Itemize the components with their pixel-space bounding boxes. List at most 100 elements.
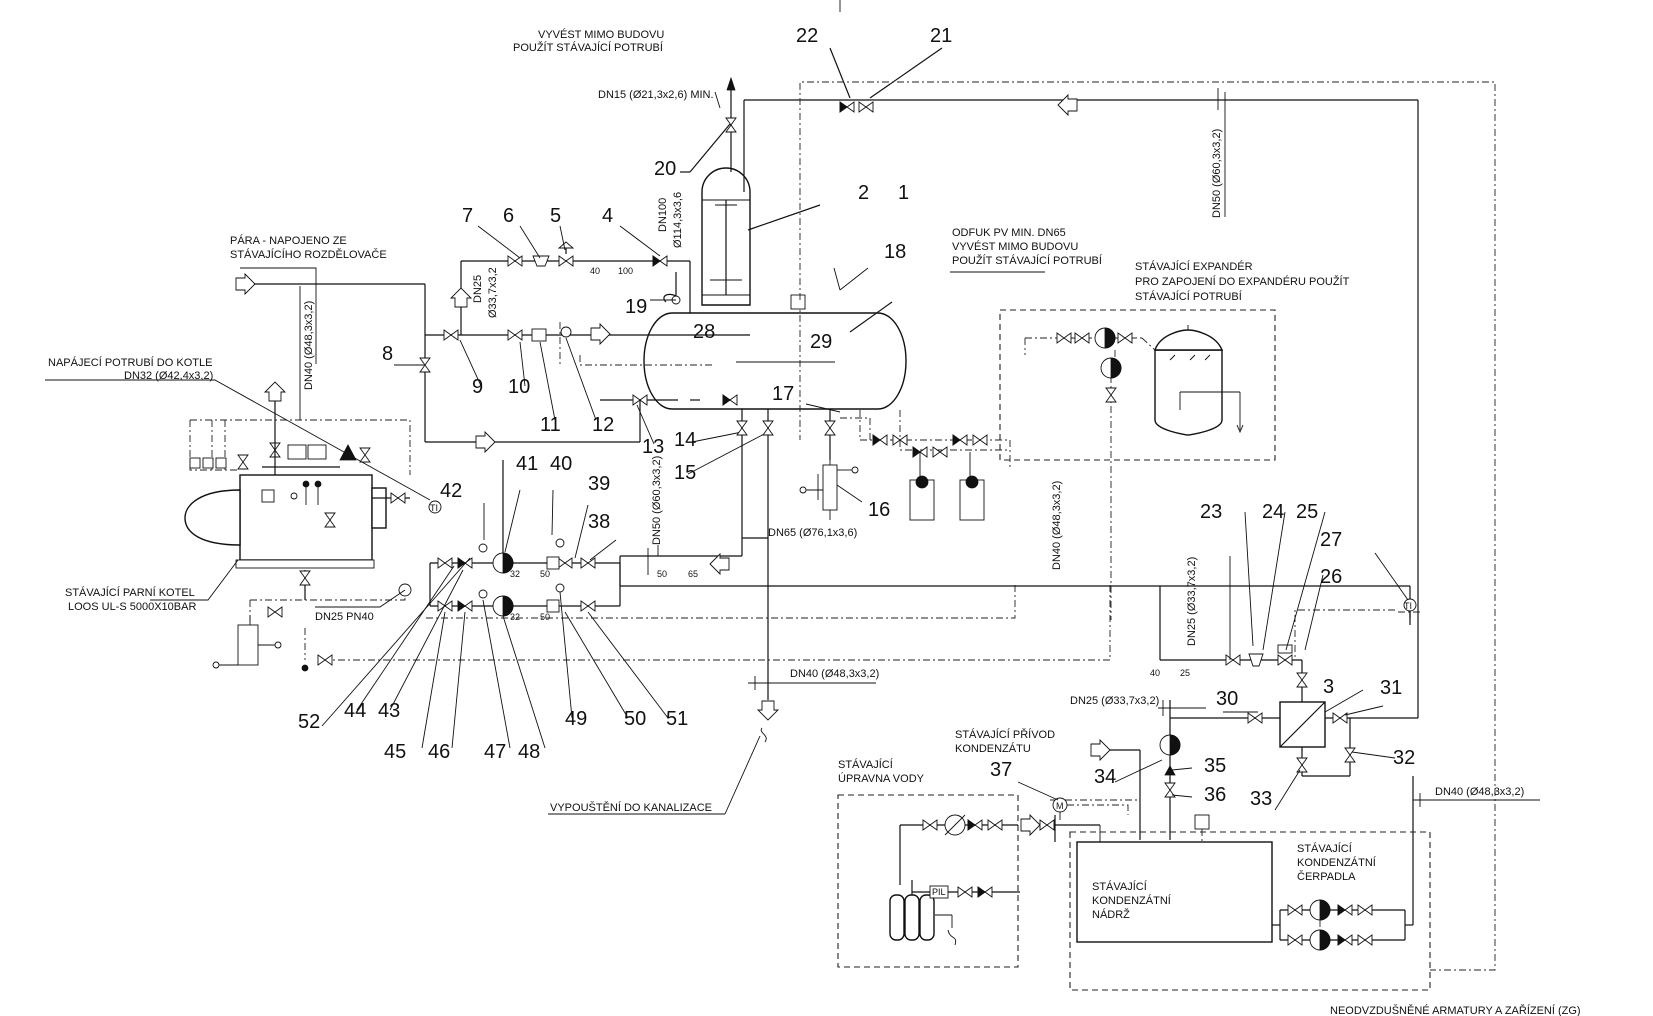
steam-label-2: STÁVAJÍCÍHO ROZDĚLOVAČE [230, 248, 387, 261]
item-38: 38 [588, 511, 610, 533]
item-20: 20 [654, 158, 676, 180]
size-50a: 50 [540, 569, 550, 579]
dn40-mid-label: DN40 (Ø48,3x3,2) [1051, 481, 1063, 570]
item-12: 12 [592, 414, 614, 436]
size-65: 65 [688, 569, 698, 579]
size-25: 25 [1180, 668, 1190, 678]
feed-label-1: NAPÁJECÍ POTRUBÍ DO KOTLE [48, 356, 212, 369]
drain-line [548, 676, 876, 815]
dn50-top-label: DN50 (Ø60,3x3,2) [1211, 129, 1223, 218]
item-47: 47 [484, 741, 506, 763]
dn25-label-a: DN25 [472, 275, 484, 303]
dn40-right-label: DN40 (Ø48,3x3,2) [1435, 786, 1524, 798]
motor-label: M [1056, 801, 1064, 811]
dn25-label-b: Ø33,7x3,2 [487, 267, 499, 318]
item-19: 19 [625, 296, 647, 318]
tank-outlets [736, 409, 1011, 700]
item-24: 24 [1262, 501, 1284, 523]
pumps-label-3: ČERPADLA [1297, 870, 1356, 883]
item-33: 33 [1250, 788, 1272, 810]
item-41: 41 [516, 453, 538, 475]
control-lines [320, 81, 1496, 971]
item-26: 26 [1320, 566, 1342, 588]
dn15-label: DN15 (Ø21,3x2,6) MIN. [598, 89, 714, 101]
feed-water-tank [643, 294, 907, 440]
item-1: 1 [898, 182, 909, 204]
expander [999, 309, 1276, 620]
item-4: 4 [602, 205, 613, 227]
item-5: 5 [550, 205, 561, 227]
item-44: 44 [344, 700, 366, 722]
dn100-label-a: DN100 [657, 198, 669, 232]
item-43: 43 [378, 700, 400, 722]
item-27: 27 [1320, 529, 1342, 551]
item-13: 13 [642, 436, 664, 458]
expander-label-1: STÁVAJÍCÍ EXPANDÉR [1135, 260, 1253, 273]
feed-label-2: DN32 (Ø42,4x3,2) [124, 370, 213, 382]
item-34: 34 [1094, 766, 1116, 788]
item-22: 22 [796, 25, 818, 47]
item-numbers: 1 2 3 4 5 6 7 8 9 10 11 12 13 14 15 16 1… [298, 25, 1415, 810]
boiler-label-1: STÁVAJÍCÍ PARNÍ KOTEL [65, 586, 195, 599]
dn25-cond-label: DN25 (Ø33,7x3,2) [1070, 695, 1159, 707]
item-14: 14 [674, 429, 696, 451]
item-7: 7 [462, 205, 473, 227]
dn50-mid-label: DN50 (Ø60,3x3,2) [651, 456, 663, 545]
steam-inlet-piping [235, 241, 750, 453]
item-3: 3 [1323, 676, 1334, 698]
item-10: 10 [508, 376, 530, 398]
item-40: 40 [550, 453, 572, 475]
expander-label-3: STÁVAJÍCÍ POTRUBÍ [1135, 290, 1243, 303]
leader-lines-pumps [321, 489, 669, 749]
item-23: 23 [1200, 501, 1222, 523]
water-treatment-label-2: ÚPRAVNA VODY [838, 772, 925, 785]
dn25pn40-label: DN25 PN40 [315, 611, 374, 623]
bottom-cut-label: NEODVZDUŠNĚNÉ ARMATURY A ZAŘÍZENÍ (ZG) [1330, 1004, 1581, 1016]
item-18: 18 [884, 241, 906, 263]
vent-piping [680, 0, 1419, 618]
item-37: 37 [990, 759, 1012, 781]
blowdown-label-3: POUŽÍT STÁVAJÍCÍ POTRUBÍ [952, 254, 1103, 267]
size-40: 40 [590, 266, 600, 276]
item-6: 6 [503, 205, 514, 227]
blowdown-label-1: ODFUK PV MIN. DN65 [952, 227, 1066, 239]
dn25-right-label: DN25 (Ø33,7x3,2) [1186, 557, 1198, 646]
dn100-label-b: Ø114,3x3,6 [672, 192, 684, 248]
steam-boiler [45, 286, 431, 672]
item-9: 9 [472, 376, 483, 398]
ti-label: TI [430, 503, 438, 513]
feed-pump-section [428, 460, 1411, 618]
size-100: 100 [618, 266, 633, 276]
item-52: 52 [298, 711, 320, 733]
steam-label-1: PÁRA - NAPOJENO ZE [230, 234, 347, 247]
item-30: 30 [1216, 688, 1238, 710]
item-25: 25 [1296, 501, 1318, 523]
item-31: 31 [1380, 677, 1402, 699]
item-42: 42 [440, 480, 462, 502]
tank-label-2: KONDENZÁTNÍ [1092, 894, 1172, 907]
expander-label-2: PRO ZAPOJENÍ DO EXPANDÉRU POUŽÍT [1135, 275, 1350, 288]
item-32: 32 [1393, 747, 1415, 769]
item-15: 15 [674, 462, 696, 484]
cond-supply-label-1: STÁVAJÍCÍ PŘÍVOD [955, 728, 1055, 741]
item-39: 39 [588, 473, 610, 495]
annotations: VYVÉST MIMO BUDOVU POUŽÍT STÁVAJÍCÍ POTR… [48, 28, 1581, 1016]
size-50c: 50 [540, 612, 550, 622]
pumps-label-1: STÁVAJÍCÍ [1297, 842, 1353, 855]
size-32a: 32 [510, 569, 520, 579]
pumps-label-2: KONDENZÁTNÍ [1297, 856, 1377, 869]
vent-label-1: VYVÉST MIMO BUDOVU [538, 28, 664, 41]
pil-label: PIL [932, 887, 946, 897]
size-32b: 32 [510, 612, 520, 622]
item-50: 50 [624, 708, 646, 730]
water-treatment [837, 781, 1129, 968]
condensate-tank-area [1069, 776, 1431, 991]
item-51: 51 [666, 708, 688, 730]
size-40b: 40 [1150, 668, 1160, 678]
leader-lines-top [240, 225, 1045, 475]
tank-label-1: STÁVAJÍCÍ [1092, 880, 1148, 893]
item-45: 45 [384, 741, 406, 763]
vent-label-2: POUŽÍT STÁVAJÍCÍ POTRUBÍ [513, 41, 664, 54]
deaerator-column [701, 167, 821, 306]
